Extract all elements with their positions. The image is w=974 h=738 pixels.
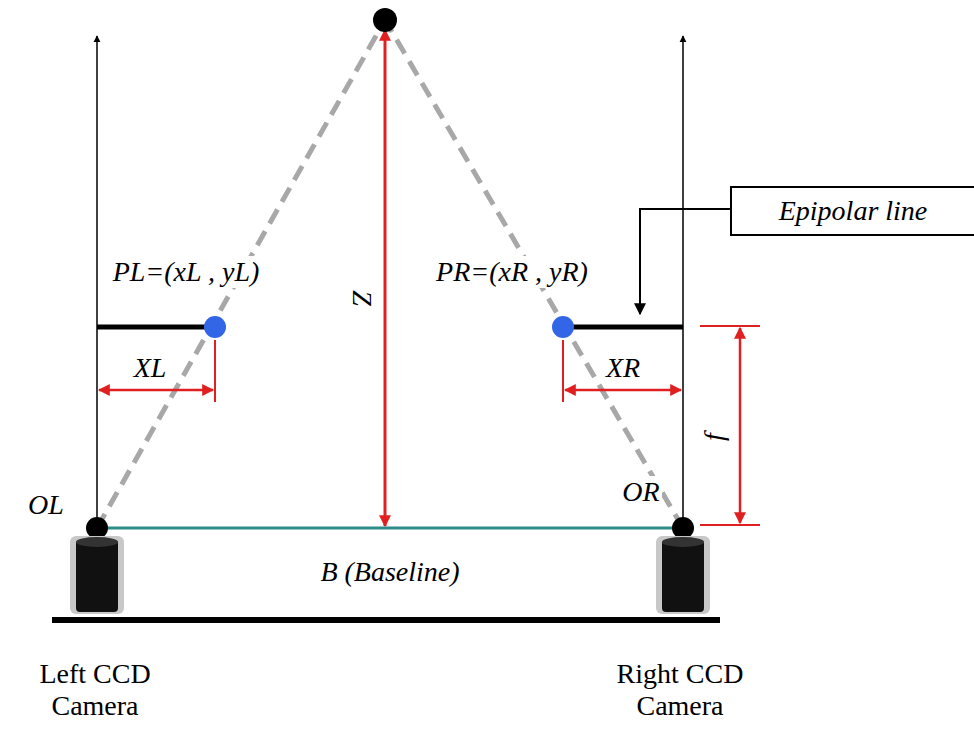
leader-line xyxy=(640,209,730,314)
dimension-tick xyxy=(214,340,216,402)
center-label: OR xyxy=(620,476,661,508)
baseline xyxy=(97,527,683,530)
dimension-tick xyxy=(700,524,760,526)
mount-rail xyxy=(52,617,720,623)
projection-ray xyxy=(385,20,683,528)
callout-text: Epipolar line xyxy=(742,194,964,228)
baseline-label: B (Baseline) xyxy=(318,556,461,588)
optical-axis xyxy=(682,36,684,528)
camera-icon xyxy=(70,536,124,614)
optical-center xyxy=(672,517,694,539)
point-coordinate: PR=(xR , yR) xyxy=(434,256,590,288)
callout-box: Epipolar line xyxy=(730,186,974,236)
dimension-tick xyxy=(562,340,564,402)
optical-axis xyxy=(96,36,98,528)
dimension-label: XR xyxy=(604,352,642,384)
dimension-label: f xyxy=(698,431,730,443)
object-point xyxy=(373,8,397,32)
camera-label: Right CCD Camera xyxy=(593,658,767,722)
image-plane xyxy=(97,325,215,330)
image-point xyxy=(204,316,226,338)
projection-ray xyxy=(97,20,385,528)
dimension-tick xyxy=(700,325,760,327)
dimension-arrow xyxy=(739,328,742,523)
point-coordinate: PL=(xL , yL) xyxy=(111,256,262,288)
image-point xyxy=(552,316,574,338)
dimension-arrow xyxy=(99,389,213,392)
center-label: OL xyxy=(26,489,66,521)
image-plane xyxy=(563,325,683,330)
camera-label: Left CCD Camera xyxy=(8,658,182,722)
dimension-label: Z xyxy=(346,288,378,308)
optical-center xyxy=(86,517,108,539)
dimension-arrow xyxy=(565,389,681,392)
dimension-label: XL xyxy=(132,352,169,384)
depth-arrow xyxy=(384,30,387,526)
camera-icon xyxy=(656,536,710,614)
